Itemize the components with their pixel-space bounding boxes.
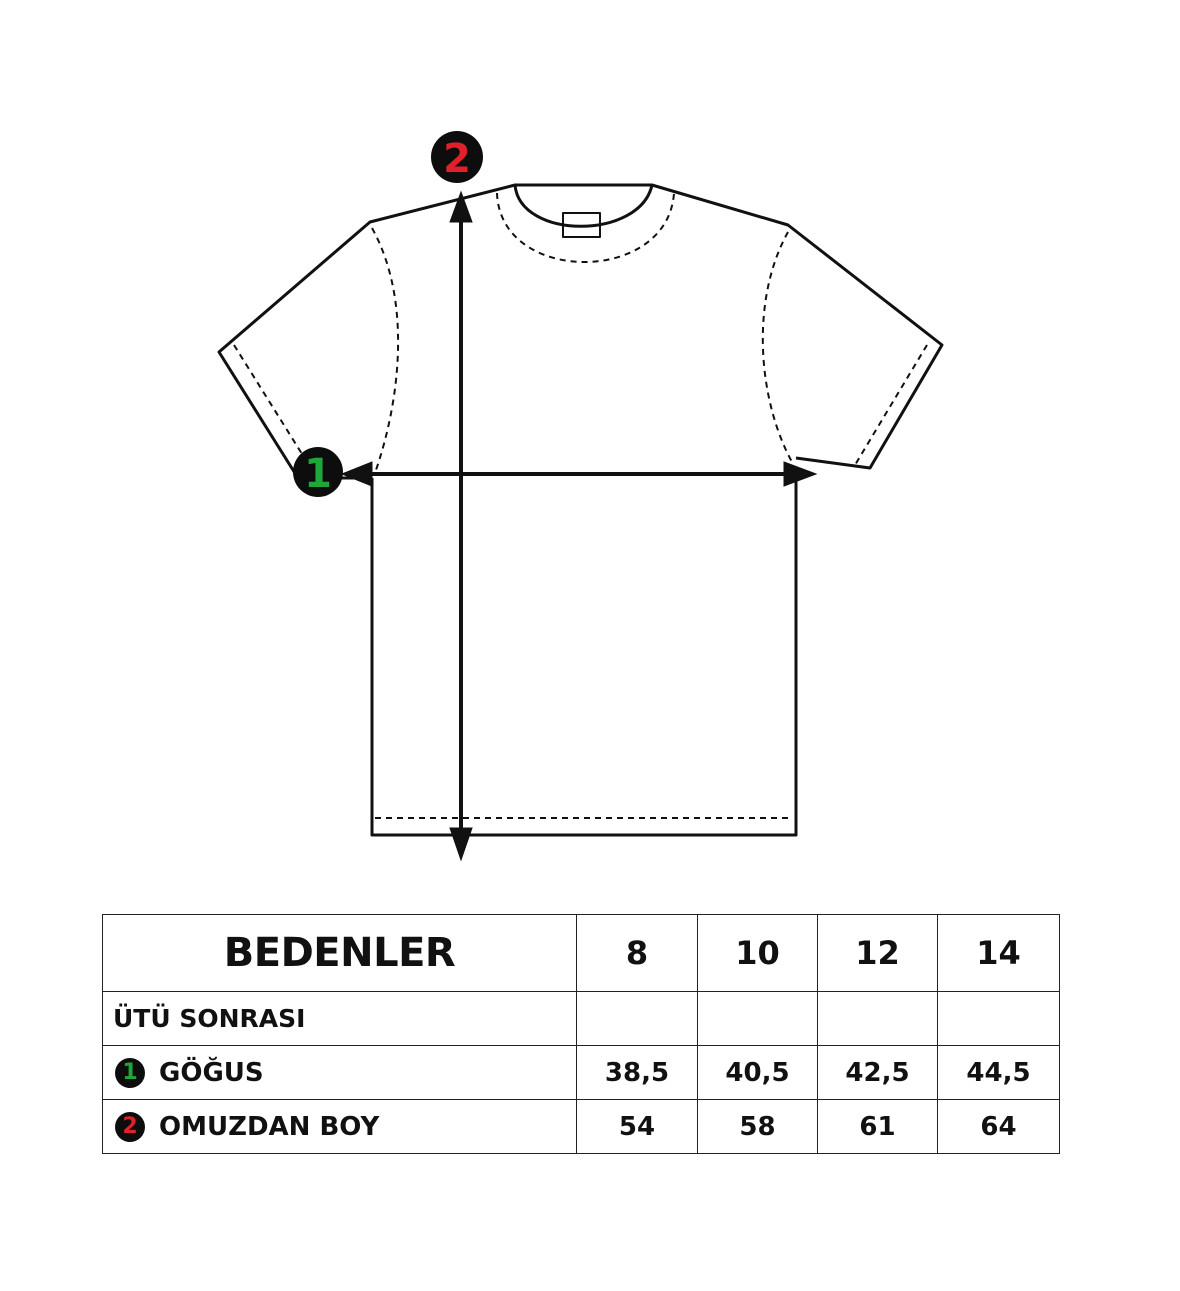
table-cell: 38,5 (576, 1045, 698, 1100)
empty-cell (576, 991, 698, 1046)
size-header: 10 (697, 914, 818, 992)
marker-2-icon: 2 (115, 1111, 145, 1142)
size-header: 8 (576, 914, 698, 992)
tshirt-stitching (233, 192, 928, 819)
marker-1-number: 1 (122, 1059, 138, 1085)
marker-1-badge: 1 (293, 447, 343, 497)
table-cell: 40,5 (697, 1045, 818, 1100)
table-cell: 61 (817, 1099, 938, 1154)
empty-cell (817, 991, 938, 1046)
size-header: 14 (937, 914, 1060, 992)
table-cell: 58 (697, 1099, 818, 1154)
table-cell: 42,5 (817, 1045, 938, 1100)
table-row: 2 OMUZDAN BOY 54 58 61 64 (102, 1099, 1060, 1154)
empty-cell (697, 991, 818, 1046)
size-header: 12 (817, 914, 938, 992)
table-row: 1 GÖĞUS 38,5 40,5 42,5 44,5 (102, 1045, 1060, 1100)
marker-2-badge: 2 (431, 131, 483, 183)
table-subheader-row: ÜTÜ SONRASI (102, 991, 1060, 1046)
marker-1-number: 1 (304, 451, 332, 497)
marker-2-number: 2 (122, 1113, 138, 1139)
row-label: GÖĞUS (159, 1057, 264, 1088)
table-cell: 44,5 (937, 1045, 1060, 1100)
subheader-label: ÜTÜ SONRASI (102, 991, 577, 1046)
row-label: OMUZDAN BOY (159, 1111, 380, 1142)
header-label: BEDENLER (102, 914, 577, 992)
tshirt-outline (217, 183, 944, 837)
length-arrow (449, 190, 473, 862)
marker-1-icon: 1 (115, 1057, 145, 1088)
table-header-row: BEDENLER 8 10 12 14 (102, 914, 1060, 992)
table-cell: 54 (576, 1099, 698, 1154)
chest-arrow (340, 461, 818, 487)
empty-cell (937, 991, 1060, 1046)
tshirt-measurement-diagram: 1 2 (217, 131, 944, 862)
size-chart-table: BEDENLER 8 10 12 14 ÜTÜ SONRASI 1 GÖĞUS … (102, 914, 1060, 1154)
table-cell: 64 (937, 1099, 1060, 1154)
marker-2-number: 2 (443, 136, 471, 182)
